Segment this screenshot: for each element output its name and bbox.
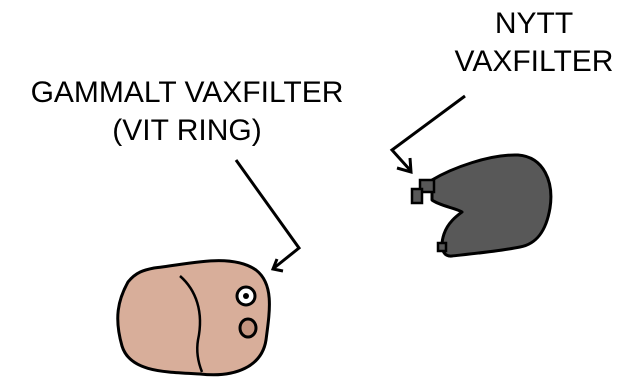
new-filter-label: NYTT VAXFILTER [444, 5, 624, 81]
old-filter-label: GAMMALT VAXFILTER (VIT RING) [0, 74, 374, 150]
old-filter-label-line2: (VIT RING) [0, 112, 374, 150]
arrow-old-filter [236, 160, 299, 271]
old-filter-label-line1: GAMMALT VAXFILTER [0, 74, 374, 112]
old-wax-filter-icon [118, 261, 270, 375]
new-filter-label-line1: NYTT [444, 5, 624, 43]
new-filter-label-line2: VAXFILTER [444, 43, 624, 81]
arrow-new-filter [392, 96, 465, 172]
new-wax-filter-icon [412, 155, 551, 256]
